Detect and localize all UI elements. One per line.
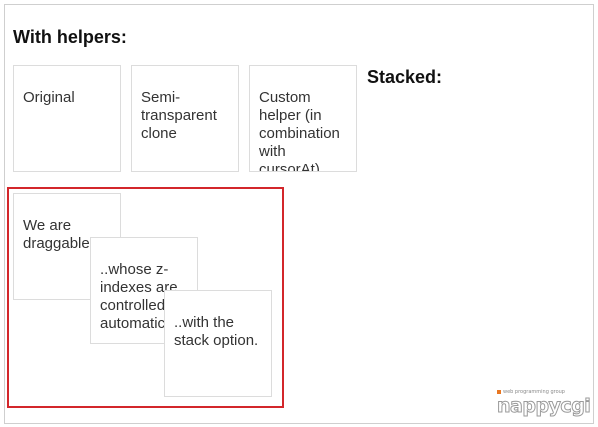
stacked-heading: Stacked:	[367, 67, 443, 87]
logo-mark-icon	[497, 390, 501, 394]
stack-draggable-3-label: ..with the stack option.	[174, 314, 259, 349]
draggable-original-label: Original	[23, 89, 75, 106]
draggable-clone-label: Semi-transparent clone	[141, 89, 217, 142]
stack-area	[7, 187, 284, 408]
draggable-clone[interactable]: Semi-transparent clone	[131, 65, 239, 172]
draggable-custom-helper[interactable]: Custom helper (in combination with curso…	[249, 65, 357, 172]
stack-draggable-3[interactable]: ..with the stack option.	[164, 290, 272, 397]
logo-name: nappycgi	[496, 395, 591, 418]
draggable-custom-helper-label: Custom helper (in combination with curso…	[259, 89, 340, 172]
logo-tagline: web programming group	[503, 389, 565, 395]
draggable-original[interactable]: Original	[13, 65, 121, 172]
nappycgi-logo: web programming group nappycgi	[496, 389, 591, 418]
demo-frame	[4, 4, 594, 424]
helpers-heading: With helpers:	[13, 27, 127, 47]
stack-draggable-1-label: We are draggable..	[23, 217, 99, 252]
